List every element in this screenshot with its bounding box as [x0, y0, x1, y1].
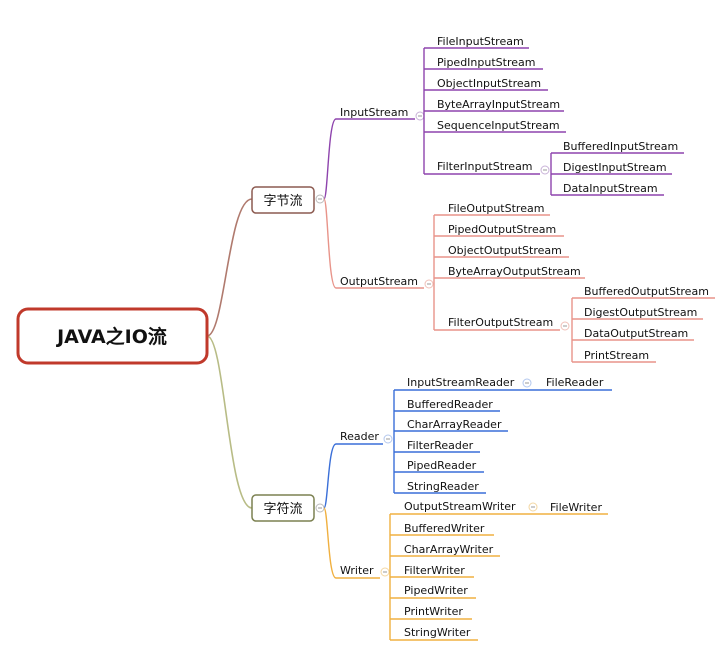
list-item[interactable]: CharArrayWriter [404, 543, 494, 556]
edge-writer [323, 507, 337, 579]
list-item[interactable]: DataInputStream [563, 182, 658, 195]
list-item[interactable]: FileInputStream [437, 35, 524, 48]
edge-root-byte [206, 198, 253, 337]
list-item[interactable]: PrintStream [584, 349, 649, 362]
input-stream-label[interactable]: InputStream [340, 106, 408, 119]
list-item[interactable]: DigestOutputStream [584, 306, 697, 319]
input-stream-reader-label[interactable]: InputStreamReader [407, 376, 515, 389]
root-node[interactable]: JAVA之IO流 [16, 307, 209, 365]
file-writer-label[interactable]: FileWriter [550, 501, 602, 514]
list-item[interactable]: ByteArrayInputStream [437, 98, 560, 111]
list-item[interactable]: BufferedOutputStream [584, 285, 709, 298]
filter-input-stream-label[interactable]: FilterInputStream [437, 160, 533, 173]
char-stream-label: 字符流 [263, 501, 302, 517]
list-item[interactable]: PipedInputStream [437, 56, 535, 69]
list-item[interactable]: ByteArrayOutputStream [448, 265, 581, 278]
list-item[interactable]: PrintWriter [404, 605, 463, 618]
list-item[interactable]: BufferedReader [407, 398, 493, 411]
edge-output [323, 198, 337, 289]
list-item[interactable]: FileOutputStream [448, 202, 544, 215]
list-item[interactable]: FilterWriter [404, 564, 465, 577]
list-item[interactable]: PipedOutputStream [448, 223, 556, 236]
list-item[interactable]: StringWriter [404, 626, 471, 639]
list-item[interactable]: BufferedWriter [404, 522, 485, 535]
filter-output-stream-label[interactable]: FilterOutputStream [448, 316, 553, 329]
file-reader-label[interactable]: FileReader [546, 376, 604, 389]
list-item[interactable]: ObjectOutputStream [448, 244, 562, 257]
char-stream-node[interactable]: 字符流 [251, 494, 315, 522]
list-item[interactable]: DigestInputStream [563, 161, 667, 174]
list-item[interactable]: PipedWriter [404, 584, 468, 597]
list-item[interactable]: BufferedInputStream [563, 140, 678, 153]
output-stream-label[interactable]: OutputStream [340, 275, 418, 288]
reader-label[interactable]: Reader [340, 430, 379, 443]
edge-root-char [206, 335, 253, 509]
byte-stream-node[interactable]: 字节流 [251, 186, 315, 214]
byte-stream-label: 字节流 [263, 194, 302, 209]
output-stream-writer-label[interactable]: OutputStreamWriter [404, 500, 516, 513]
list-item[interactable]: SequenceInputStream [437, 119, 560, 132]
edge-input [323, 118, 337, 200]
list-item[interactable]: FilterReader [407, 439, 474, 452]
edge-reader [323, 443, 337, 509]
list-item[interactable]: StringReader [407, 480, 479, 493]
list-item[interactable]: CharArrayReader [407, 418, 502, 431]
list-item[interactable]: ObjectInputStream [437, 77, 541, 90]
list-item[interactable]: PipedReader [407, 459, 477, 472]
writer-label[interactable]: Writer [340, 564, 374, 577]
root-title: JAVA之IO流 [55, 325, 167, 348]
list-item[interactable]: DataOutputStream [584, 327, 688, 340]
